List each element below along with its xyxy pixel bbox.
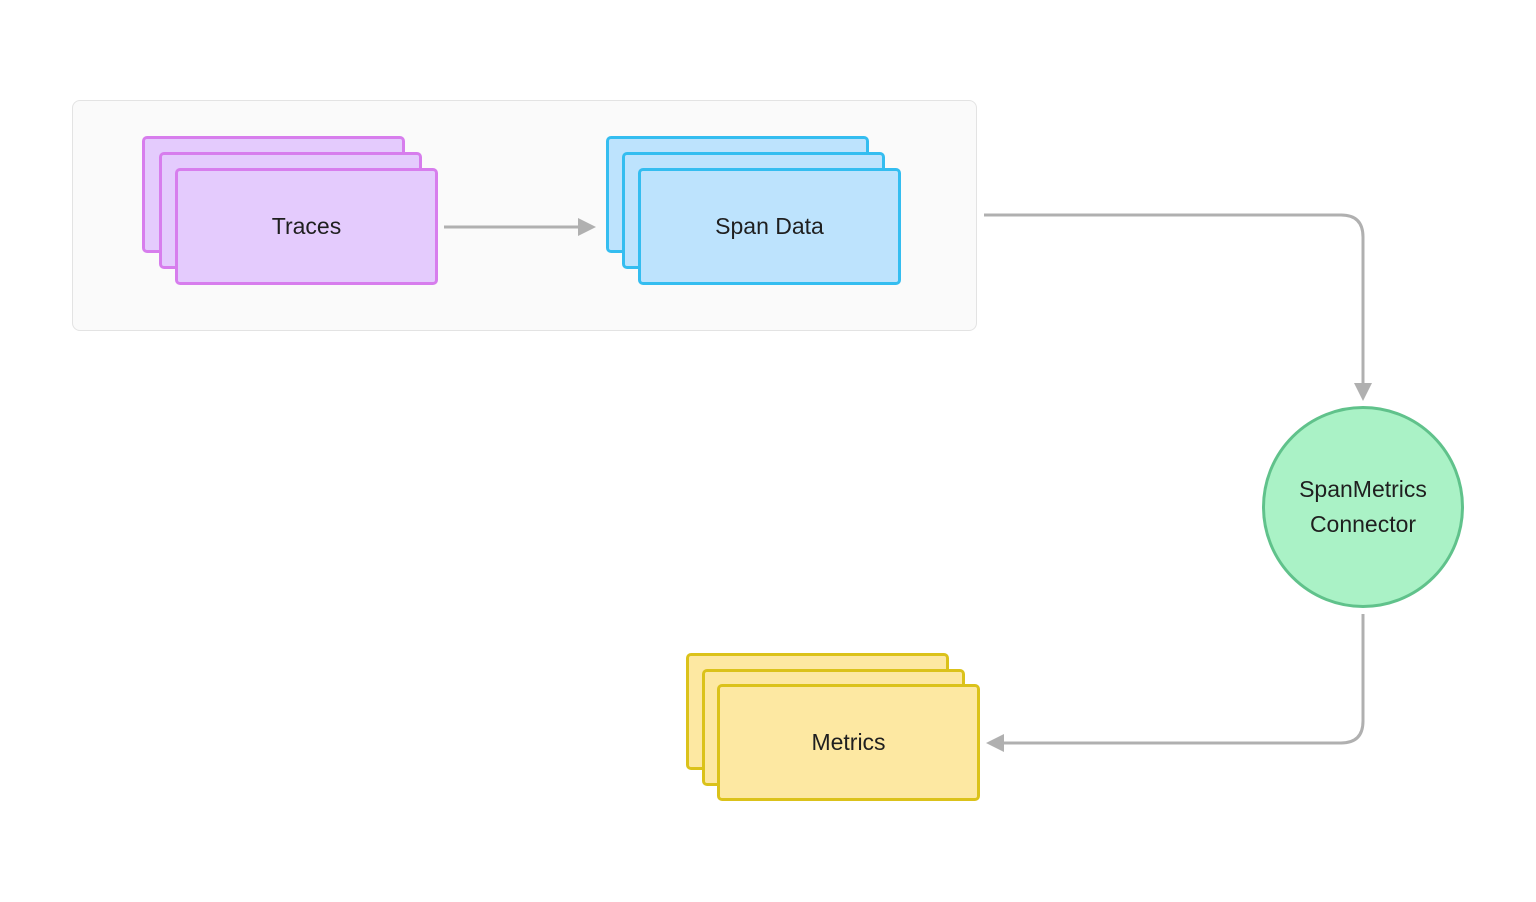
- edge-connector-to-metrics: [1004, 614, 1365, 745]
- metrics-card-front: Metrics: [717, 684, 980, 801]
- connector-label-line2: Connector: [1309, 511, 1417, 537]
- span-data-label: Span Data: [715, 213, 824, 239]
- edge-connector-to-metrics-arrowhead: [986, 734, 1004, 752]
- connector-label-line1: SpanMetrics: [1299, 476, 1427, 502]
- edge-span-data-to-connector: [984, 213, 1365, 384]
- edge-span-data-to-connector-arrowhead: [1354, 383, 1372, 401]
- span-data-card-front: Span Data: [638, 168, 901, 285]
- traces-card-front: Traces: [175, 168, 438, 285]
- spanmetrics-connector-node[interactable]: SpanMetrics Connector: [1262, 406, 1464, 608]
- metrics-label: Metrics: [811, 729, 886, 755]
- traces-label: Traces: [271, 213, 342, 239]
